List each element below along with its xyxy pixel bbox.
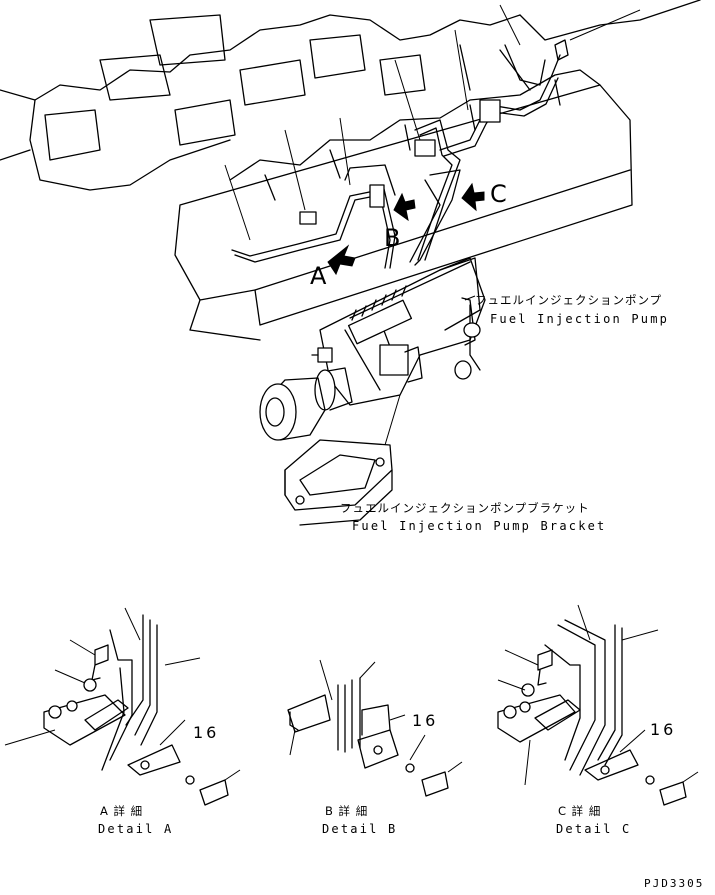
detail-c-drawing bbox=[497, 604, 699, 806]
detail-a-drawing bbox=[4, 607, 241, 806]
detail-b-drawing bbox=[287, 659, 463, 797]
injection-pipes bbox=[224, 4, 641, 269]
detail-a-title-en: Detail A bbox=[98, 822, 174, 836]
drawing-code: PJD3305 bbox=[644, 877, 705, 890]
callout-b: B bbox=[384, 224, 401, 252]
engine-block bbox=[0, 0, 701, 341]
callout-a: A bbox=[310, 262, 327, 290]
detail-b-part-number: 16 bbox=[412, 711, 439, 730]
detail-a-part-number: 16 bbox=[193, 723, 220, 742]
detail-c-title-jp: C 詳 細 bbox=[558, 804, 602, 818]
detail-c-part-number: 16 bbox=[650, 720, 677, 739]
pump-bracket bbox=[284, 439, 393, 526]
detail-a-title-jp: A 詳 細 bbox=[100, 804, 144, 818]
bracket-label-en: Fuel Injection Pump Bracket bbox=[352, 519, 607, 533]
detail-c-title-en: Detail C bbox=[556, 822, 632, 836]
fuel-injection-pump bbox=[259, 257, 486, 446]
callout-c: C bbox=[490, 180, 507, 208]
pump-label-jp: フュエルインジェクションポンプ bbox=[475, 293, 663, 307]
detail-b-title-en: Detail B bbox=[322, 822, 398, 836]
bracket-label-jp: フュエルインジェクションポンプブラケット bbox=[340, 501, 590, 515]
pump-label-en: Fuel Injection Pump bbox=[490, 312, 670, 326]
callout-arrows bbox=[327, 182, 485, 276]
detail-b-title-jp: B 詳 細 bbox=[325, 804, 369, 818]
